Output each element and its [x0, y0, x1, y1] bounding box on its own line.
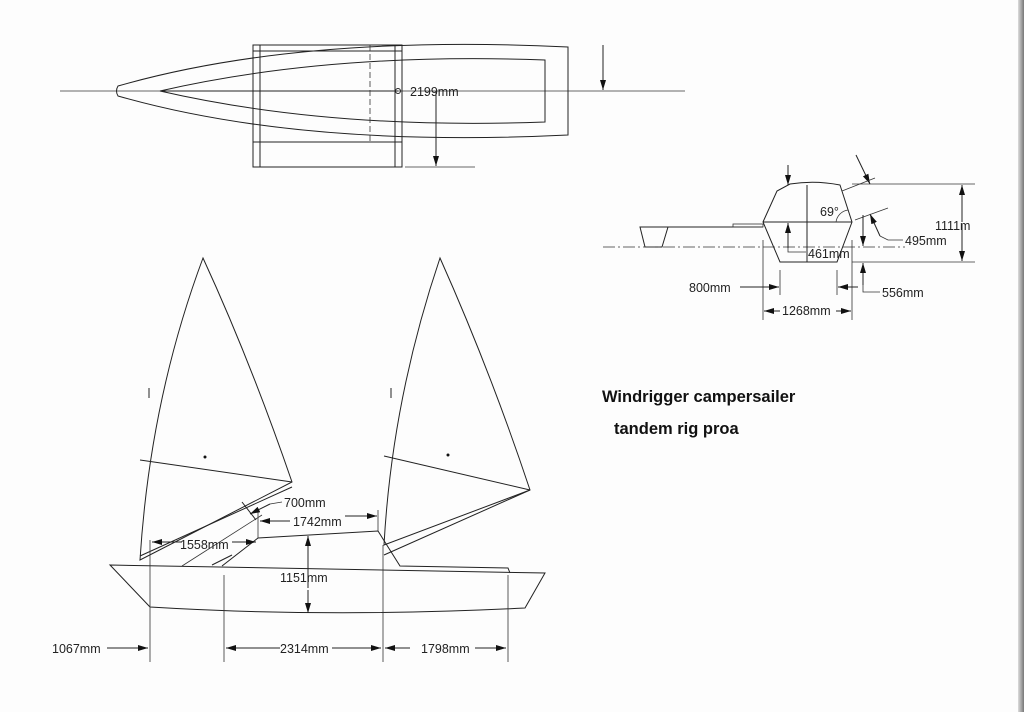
section-bottom-width-dimension: 800mm	[689, 281, 731, 295]
cabin-length-dimension: 1742mm	[293, 515, 342, 529]
side-hull	[108, 564, 546, 614]
plan-view: 2199mm	[60, 43, 685, 168]
scan-edge	[1018, 0, 1024, 712]
boom-offset-dimension: 700mm	[284, 496, 326, 510]
plan-cross-beam-frame	[252, 44, 403, 168]
aft-sail	[383, 256, 531, 546]
section-angle-label: 69°	[820, 205, 839, 219]
plan-hull-outline	[116, 43, 569, 139]
section-height-dimension: 1111m	[935, 219, 970, 233]
section-depth-dimension: 461mm	[808, 247, 850, 261]
foredeck-length-dimension: 1558mm	[180, 538, 229, 552]
fore-sail	[139, 256, 293, 561]
drawing-title: Windrigger campersailer	[602, 388, 796, 406]
outrigger-float	[639, 226, 669, 248]
plan-beam-dimension: 2199mm	[410, 85, 459, 99]
section-view: 1111m 69° 495mm 461mm 800mm 556mm 1268mm	[603, 154, 975, 320]
side-view: 1067mm 2314mm 1798mm 1151mm 1742mm 1558m…	[52, 256, 546, 662]
stern-overhang-dimension: 1798mm	[421, 642, 470, 656]
section-side-dimension: 495mm	[905, 234, 947, 248]
cabin-outline	[221, 530, 511, 574]
section-freeboard-dimension: 556mm	[882, 286, 924, 300]
section-width-dimension: 1268mm	[782, 304, 831, 318]
hull-height-dimension: 1151mm	[280, 571, 328, 585]
mast-spacing-dimension: 2314mm	[280, 642, 329, 656]
bow-overhang-dimension: 1067mm	[52, 642, 101, 656]
plan-hull-inner	[159, 58, 546, 124]
drawing-subtitle: tandem rig proa	[614, 420, 740, 438]
